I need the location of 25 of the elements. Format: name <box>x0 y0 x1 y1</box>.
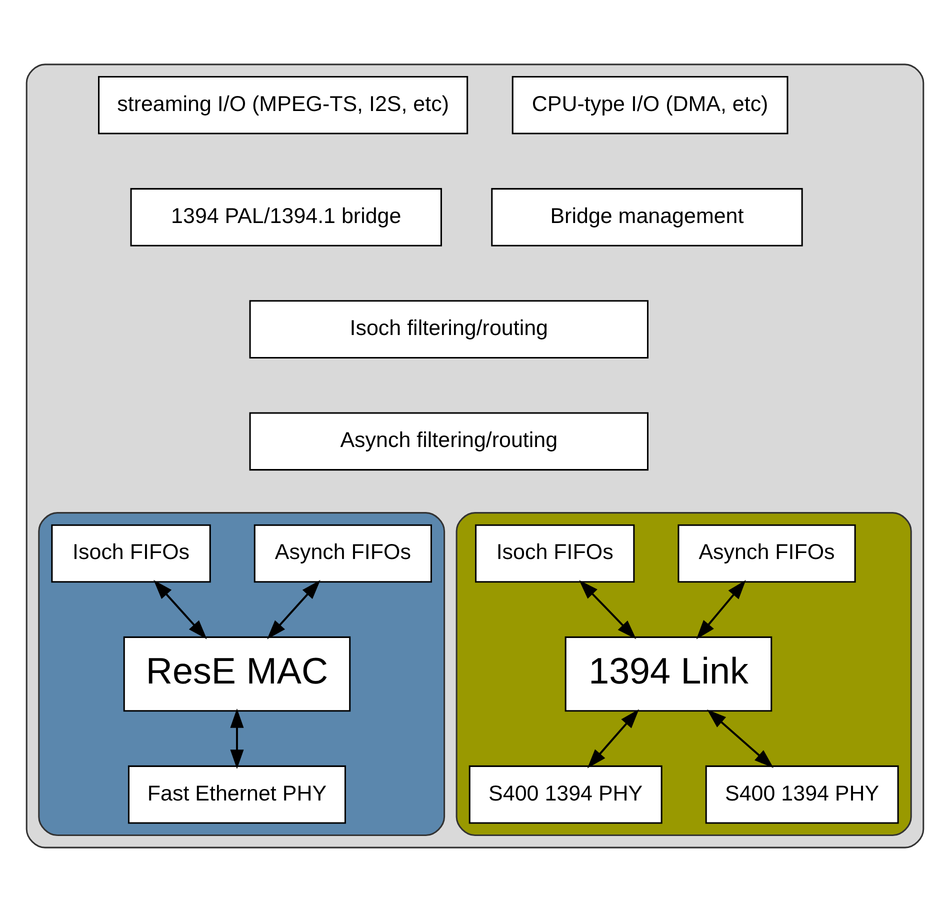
node-box: Isoch FIFOs <box>51 524 211 582</box>
node-box: Isoch FIFOs <box>475 524 635 582</box>
arrow <box>696 579 746 639</box>
node-box: ResE MAC <box>123 636 351 712</box>
node-box: S400 1394 PHY <box>468 764 662 824</box>
node-box: Bridge management <box>491 188 803 246</box>
node-box: Asynch FIFOs <box>678 524 856 582</box>
node-box: streaming I/O (MPEG-TS, I2S, etc) <box>98 75 468 134</box>
arrow <box>707 708 774 768</box>
cluster <box>38 512 446 836</box>
node-box: 1394 PAL/1394.1 bridge <box>130 188 442 246</box>
node-box: Asynch filtering/routing <box>249 412 649 470</box>
node-box: Fast Ethernet PHY <box>128 764 346 824</box>
cluster <box>26 63 924 848</box>
node-box: Asynch FIFOs <box>254 524 432 582</box>
cluster <box>456 512 912 836</box>
node-box: 1394 Link <box>564 636 772 712</box>
node-box: S400 1394 PHY <box>705 764 899 824</box>
arrow <box>267 580 320 639</box>
arrow <box>230 708 244 768</box>
node-box: CPU-type I/O (DMA, etc) <box>512 75 788 134</box>
node-box: Isoch filtering/routing <box>249 300 649 358</box>
arrow <box>154 580 207 639</box>
arrow <box>587 708 640 768</box>
arrow <box>579 580 636 639</box>
